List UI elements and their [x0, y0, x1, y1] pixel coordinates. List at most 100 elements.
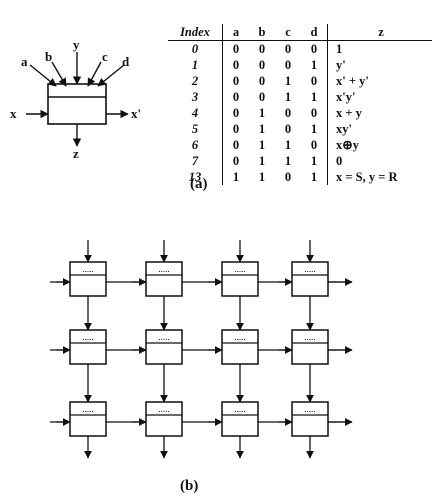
cell-bit: 0	[258, 57, 266, 72]
header-c: c	[275, 24, 301, 41]
input-d-line	[97, 64, 125, 87]
cell-bit: 0	[310, 137, 318, 152]
grid-cell-mark: .....	[158, 332, 169, 342]
cell-bit: 1	[310, 169, 318, 184]
caption-b: (b)	[180, 478, 199, 494]
cell-bit: 0	[232, 105, 240, 120]
cell-bit: 0	[258, 89, 266, 104]
input-a-line	[29, 64, 57, 87]
grid-cell-mark: .....	[82, 404, 93, 414]
label-y: y	[73, 37, 80, 52]
cell-z: x + y	[327, 105, 432, 121]
cell-bit: 1	[310, 153, 318, 168]
cell-index: 4	[168, 105, 223, 121]
cell-index: 1	[168, 57, 223, 73]
grid-cell	[145, 261, 183, 297]
cell-bit: 0	[258, 41, 266, 56]
grid-cell-mark: .....	[234, 264, 245, 274]
cell-bit: 0	[232, 41, 240, 56]
grid-cell	[291, 329, 329, 365]
label-c: c	[102, 49, 108, 64]
cell-bit: 1	[284, 137, 292, 152]
cell-box	[47, 83, 107, 125]
cell-bit: 1	[258, 121, 266, 136]
cell-bit: 0	[310, 73, 318, 88]
cell-bit: 0	[310, 41, 318, 56]
grid-cell	[221, 329, 259, 365]
grid-cell-mark: .....	[234, 404, 245, 414]
header-z: z	[327, 24, 432, 41]
cell-bit: 0	[232, 73, 240, 88]
cell-bit: 0	[284, 121, 292, 136]
grid-cell	[221, 261, 259, 297]
cell-z: y'	[327, 57, 432, 73]
cell-bit: 0	[284, 105, 292, 120]
grid-cell	[69, 329, 107, 365]
label-d: d	[122, 54, 130, 69]
cell-bit: 1	[284, 73, 292, 88]
cell-index: 2	[168, 73, 223, 89]
grid-cell-mark: .....	[304, 264, 315, 274]
grid-cell-mark: .....	[234, 332, 245, 342]
cell-z: x = S, y = R	[327, 169, 432, 185]
cell-bit: 0	[232, 153, 240, 168]
cell-bit: 0	[284, 57, 292, 72]
cell-z: x⊕y	[327, 137, 432, 153]
cell-index: 13	[168, 169, 223, 185]
grid-cell	[69, 401, 107, 437]
cell-z: 0	[327, 153, 432, 169]
grid-cell	[145, 401, 183, 437]
caption-a: (a)	[190, 176, 208, 192]
grid-cell	[145, 329, 183, 365]
cell-bit: 1	[232, 169, 240, 184]
header-b: b	[249, 24, 275, 41]
cell-bit: 0	[232, 57, 240, 72]
label-xprime: x'	[131, 106, 141, 121]
cell-bit: 1	[258, 169, 266, 184]
cell-bit: 1	[284, 153, 292, 168]
cell-bit: 0	[310, 105, 318, 120]
grid-cell	[291, 401, 329, 437]
header-index: Index	[168, 24, 223, 41]
cell-index: 0	[168, 40, 223, 57]
cell-bit: 1	[310, 57, 318, 72]
cell-bit: 1	[258, 105, 266, 120]
grid-cell-mark: .....	[158, 264, 169, 274]
grid-cell-mark: .....	[304, 332, 315, 342]
grid-cell-mark: .....	[82, 332, 93, 342]
cell-index: 3	[168, 89, 223, 105]
grid-cell	[291, 261, 329, 297]
cell-bit: 0	[258, 73, 266, 88]
label-a: a	[21, 54, 28, 69]
cell-symbol: a b y c d x x' z	[10, 37, 141, 161]
cell-z: x' + y'	[327, 73, 432, 89]
grid-cell-mark: .....	[158, 404, 169, 414]
grid-cell	[221, 401, 259, 437]
cell-bit: 0	[232, 121, 240, 136]
label-x: x	[10, 106, 17, 121]
header-a: a	[222, 24, 249, 41]
grid-cell	[69, 261, 107, 297]
cell-bit: 0	[232, 89, 240, 104]
cell-z: 1	[327, 40, 432, 57]
header-d: d	[301, 24, 328, 41]
label-z: z	[73, 146, 79, 161]
cell-bit: 1	[310, 121, 318, 136]
grid-cell-mark: .....	[304, 404, 315, 414]
cell-bit: 1	[258, 137, 266, 152]
cell-bit: 0	[284, 41, 292, 56]
input-b-line	[51, 61, 67, 87]
cell-z: xy'	[327, 121, 432, 137]
